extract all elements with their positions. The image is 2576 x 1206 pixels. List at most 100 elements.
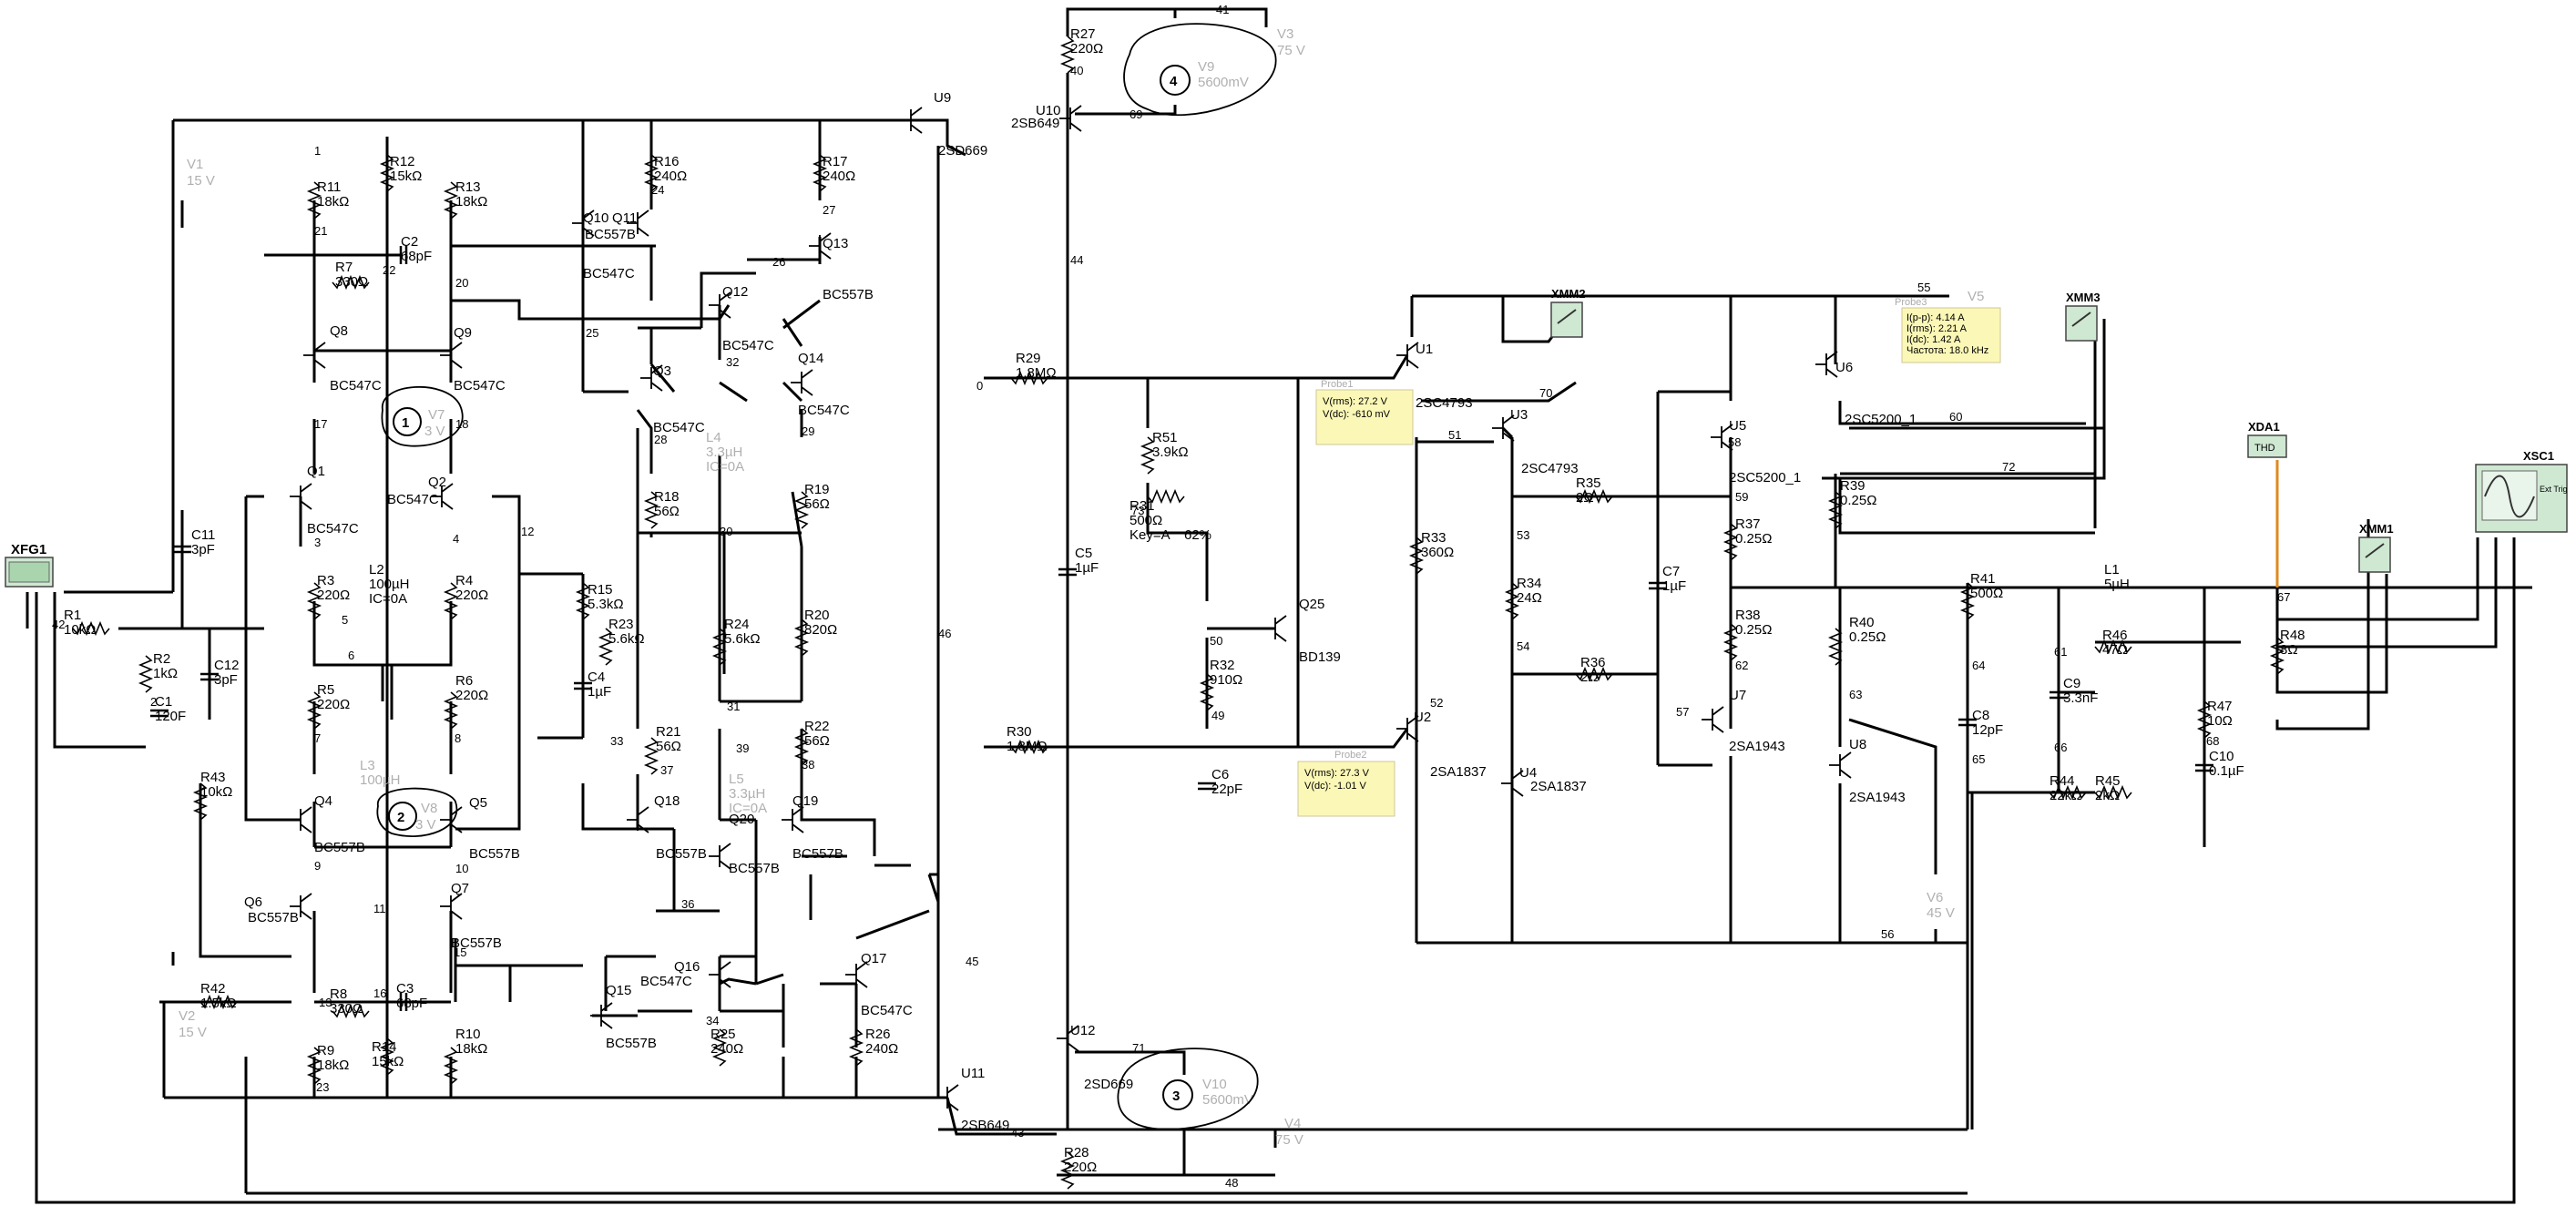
r13-resistor[interactable] — [443, 181, 459, 220]
r8-resistor[interactable] — [332, 1003, 370, 1019]
q10-transistor[interactable] — [572, 210, 595, 237]
q1-transistor[interactable] — [290, 483, 312, 510]
q12-transistor[interactable] — [709, 291, 731, 319]
r47-resistor[interactable] — [2196, 700, 2213, 739]
r4-resistor[interactable] — [443, 582, 459, 620]
r16-resistor[interactable] — [643, 154, 659, 192]
c8-capacitor[interactable] — [1958, 718, 1977, 727]
c7-capacitor[interactable] — [1649, 581, 1667, 590]
r15-resistor[interactable] — [575, 582, 591, 620]
r42-resistor[interactable] — [199, 994, 238, 1010]
r28-resistor[interactable] — [1059, 1151, 1076, 1190]
q20-transistor[interactable] — [709, 843, 731, 870]
multimeter-xmm2[interactable]: XMM2 — [1550, 287, 1586, 338]
r9-resistor[interactable] — [306, 1047, 322, 1085]
q16-transistor[interactable] — [709, 961, 731, 988]
q3-transistor[interactable] — [640, 364, 663, 392]
r19-resistor[interactable] — [793, 491, 810, 529]
q9-transistor[interactable] — [440, 342, 463, 369]
r46-resistor[interactable] — [2094, 639, 2132, 655]
r11-resistor[interactable] — [306, 181, 322, 220]
q5-transistor[interactable] — [440, 806, 463, 833]
probe3[interactable]: Probe3 I(p-p): 4.14 A I(rms): 2.21 A I(d… — [1895, 297, 2001, 363]
c3-capacitor[interactable] — [399, 993, 408, 1011]
r22-resistor[interactable] — [793, 728, 810, 766]
q4-transistor[interactable] — [290, 806, 312, 833]
r37-resistor[interactable] — [1722, 523, 1739, 561]
q15-transistor[interactable] — [590, 1002, 613, 1029]
q14-transistor[interactable] — [791, 369, 813, 396]
r29-resistor[interactable] — [1010, 370, 1048, 386]
c6-capacitor[interactable] — [1198, 782, 1216, 791]
r38-resistor[interactable] — [1722, 623, 1739, 661]
u7-transistor[interactable] — [1702, 706, 1724, 733]
u6-transistor[interactable] — [1815, 351, 1838, 378]
r14-resistor[interactable] — [379, 1037, 395, 1076]
u8-transistor[interactable] — [1829, 751, 1852, 779]
r48-resistor[interactable] — [2269, 637, 2285, 675]
r27-resistor[interactable] — [1059, 36, 1076, 74]
r45-resistor[interactable] — [2094, 784, 2132, 801]
distortion-analyzer-xda1[interactable]: THD XDA1 — [2247, 420, 2287, 458]
c12-capacitor[interactable] — [200, 672, 219, 681]
source-v10[interactable]: 3 — [1117, 1048, 1259, 1130]
q17-transistor[interactable] — [845, 961, 868, 988]
r36-resistor[interactable] — [1575, 666, 1613, 682]
r41-resistor[interactable] — [1959, 582, 1976, 620]
r2-resistor[interactable] — [138, 655, 154, 693]
probe2[interactable]: Probe2 V(rms): 27.3 V V(dc): -1.01 V — [1297, 750, 1395, 817]
c2-capacitor[interactable] — [399, 246, 408, 264]
q8-transistor[interactable] — [303, 342, 326, 369]
r10-resistor[interactable] — [443, 1047, 459, 1085]
q7-transistor[interactable] — [440, 893, 463, 920]
r21-resistor[interactable] — [643, 737, 659, 775]
u3-transistor[interactable] — [1492, 414, 1515, 442]
r34-resistor[interactable] — [1504, 582, 1520, 620]
r26-resistor[interactable] — [848, 1028, 864, 1067]
c11-capacitor[interactable] — [173, 545, 191, 554]
r6-resistor[interactable] — [443, 691, 459, 730]
q11-transistor[interactable] — [627, 210, 649, 237]
r39-resistor[interactable] — [1827, 491, 1844, 529]
r32-resistor[interactable] — [1199, 673, 1215, 711]
u12-transistor[interactable] — [1057, 1025, 1079, 1052]
r24-resistor[interactable] — [711, 628, 728, 666]
r51-resistor[interactable] — [1140, 436, 1156, 475]
r18-resistor[interactable] — [643, 491, 659, 529]
u5-transistor[interactable] — [1711, 424, 1733, 451]
multimeter-xmm3[interactable]: XMM3 — [2065, 291, 2101, 342]
r20-resistor[interactable] — [793, 618, 810, 657]
r33-resistor[interactable] — [1408, 537, 1425, 575]
r40-resistor[interactable] — [1827, 628, 1844, 666]
q13-transistor[interactable] — [809, 232, 832, 260]
r43-resistor[interactable] — [192, 782, 209, 821]
q2-transistor[interactable] — [431, 483, 454, 510]
r23-resistor[interactable] — [598, 628, 614, 666]
r1-resistor[interactable] — [72, 620, 110, 637]
u4-transistor[interactable] — [1501, 770, 1524, 797]
r12-resistor[interactable] — [379, 154, 395, 192]
q19-transistor[interactable] — [782, 806, 804, 833]
r5-resistor[interactable] — [306, 691, 322, 730]
r7-resistor[interactable] — [332, 274, 370, 291]
source-v7[interactable]: 1 — [381, 386, 464, 447]
c1-capacitor[interactable] — [150, 709, 169, 718]
c4-capacitor[interactable] — [574, 681, 592, 690]
r17-resistor[interactable] — [812, 154, 828, 192]
c5-capacitor[interactable] — [1058, 567, 1077, 577]
q6-transistor[interactable] — [290, 893, 312, 920]
u10-transistor[interactable] — [1059, 105, 1082, 132]
oscilloscope-xsc1[interactable]: Ext Trig XSC1 — [2475, 449, 2568, 533]
probe1[interactable]: Probe1 V(rms): 27.2 V V(dc): -610 mV — [1315, 379, 1414, 445]
u11-transistor[interactable] — [936, 1084, 959, 1111]
c10-capacitor[interactable] — [2195, 763, 2213, 772]
r31-resistor[interactable] — [1147, 488, 1185, 505]
r3-resistor[interactable] — [306, 582, 322, 620]
source-v9[interactable]: 4 — [1123, 23, 1277, 117]
r25-resistor[interactable] — [711, 1028, 728, 1067]
u9-transistor[interactable] — [900, 107, 923, 134]
q25-transistor[interactable] — [1264, 615, 1287, 642]
q18-transistor[interactable] — [627, 806, 649, 833]
c9-capacitor[interactable] — [2050, 690, 2068, 700]
